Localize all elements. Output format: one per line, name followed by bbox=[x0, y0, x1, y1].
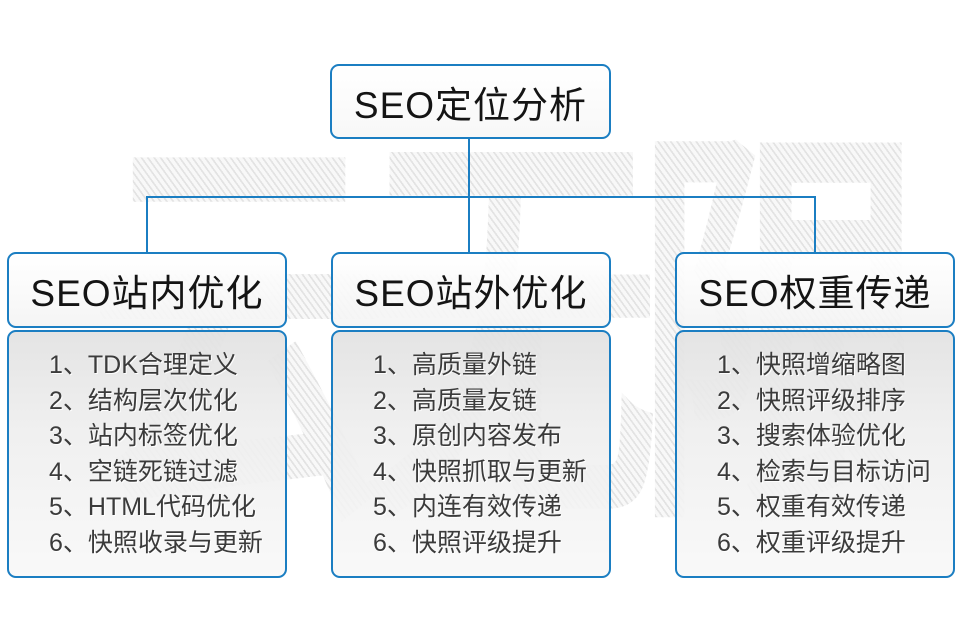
column-weight-title: SEO权重传递 bbox=[698, 273, 932, 314]
list-item: 5、内连有效传递 bbox=[373, 493, 562, 521]
column-weight-header: SEO权重传递 bbox=[675, 252, 955, 328]
list-item: 2、结构层次优化 bbox=[49, 386, 238, 415]
root-node: SEO定位分析 bbox=[330, 64, 611, 139]
list-item: 3、原创内容发布 bbox=[373, 422, 562, 450]
connector-right-vertical bbox=[814, 197, 816, 253]
connector-middle-vertical bbox=[468, 197, 470, 253]
list-item: 4、检索与目标访问 bbox=[717, 457, 931, 486]
connector-left-vertical bbox=[146, 197, 148, 253]
list-item: 1、高质量外链 bbox=[373, 351, 537, 379]
column-offsite-title: SEO站外优化 bbox=[354, 273, 588, 314]
list-item: 6、快照评级提升 bbox=[373, 528, 562, 557]
list-item: 2、高质量友链 bbox=[373, 386, 537, 415]
connector-root-vertical bbox=[468, 138, 470, 198]
list-item: 5、权重有效传递 bbox=[717, 493, 906, 521]
list-item: 2、快照评级排序 bbox=[717, 386, 906, 415]
list-item: 1、快照增缩略图 bbox=[717, 351, 906, 379]
list-item: 4、空链死链过滤 bbox=[49, 457, 238, 486]
list-item: 5、HTML代码优化 bbox=[49, 493, 256, 521]
column-weight-panel: 1、快照增缩略图 2、快照评级排序 3、搜索体验优化 4、检索与目标访问 5、权… bbox=[675, 330, 955, 578]
list-item: 6、快照收录与更新 bbox=[49, 528, 263, 557]
column-onsite-header: SEO站内优化 bbox=[7, 252, 287, 328]
connector-horizontal bbox=[146, 196, 816, 198]
list-item: 1、TDK合理定义 bbox=[49, 351, 238, 379]
list-item: 3、站内标签优化 bbox=[49, 422, 238, 450]
column-onsite-title: SEO站内优化 bbox=[30, 273, 264, 314]
column-offsite-panel: 1、高质量外链 2、高质量友链 3、原创内容发布 4、快照抓取与更新 5、内连有… bbox=[331, 330, 611, 578]
list-item: 3、搜索体验优化 bbox=[717, 422, 906, 450]
root-node-title: SEO定位分析 bbox=[353, 84, 588, 126]
column-offsite-header: SEO站外优化 bbox=[331, 252, 611, 328]
list-item: 4、快照抓取与更新 bbox=[373, 457, 587, 486]
column-onsite-panel: 1、TDK合理定义 2、结构层次优化 3、站内标签优化 4、空链死链过滤 5、H… bbox=[7, 330, 287, 578]
list-item: 6、权重评级提升 bbox=[717, 528, 906, 557]
